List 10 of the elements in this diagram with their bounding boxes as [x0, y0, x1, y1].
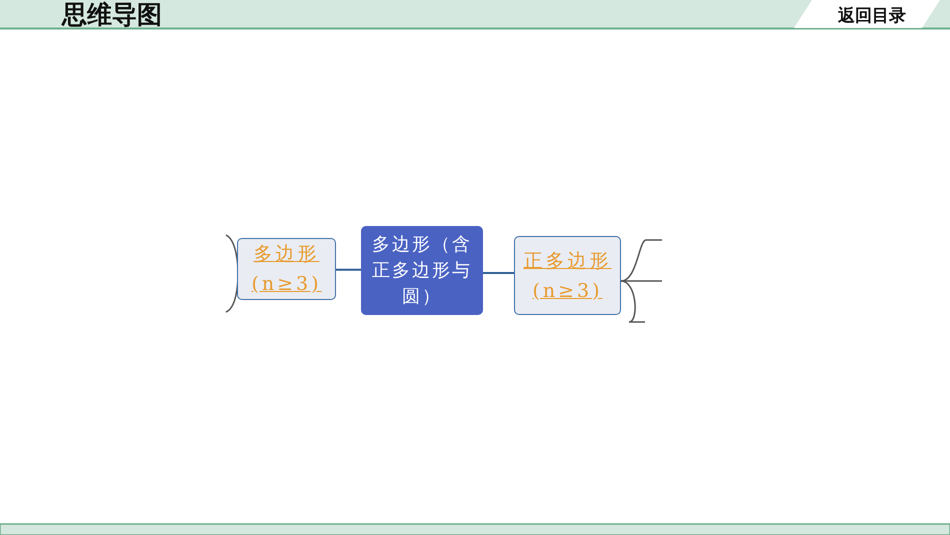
- topic-box: 多边形（含正多边形与圆）: [361, 226, 483, 315]
- back-link: 返回目录: [838, 5, 906, 27]
- subtopic-box: 多边形(n≥3): [237, 238, 336, 300]
- title: 思维导图: [62, 0, 162, 31]
- connector-line: [336, 268, 361, 271]
- branch-line: [621, 280, 662, 282]
- subtopic-box: 正多边形(n≥3): [514, 236, 621, 315]
- branch-line: [620, 280, 645, 323]
- branch-line: [620, 239, 662, 282]
- connector-line: [483, 272, 514, 274]
